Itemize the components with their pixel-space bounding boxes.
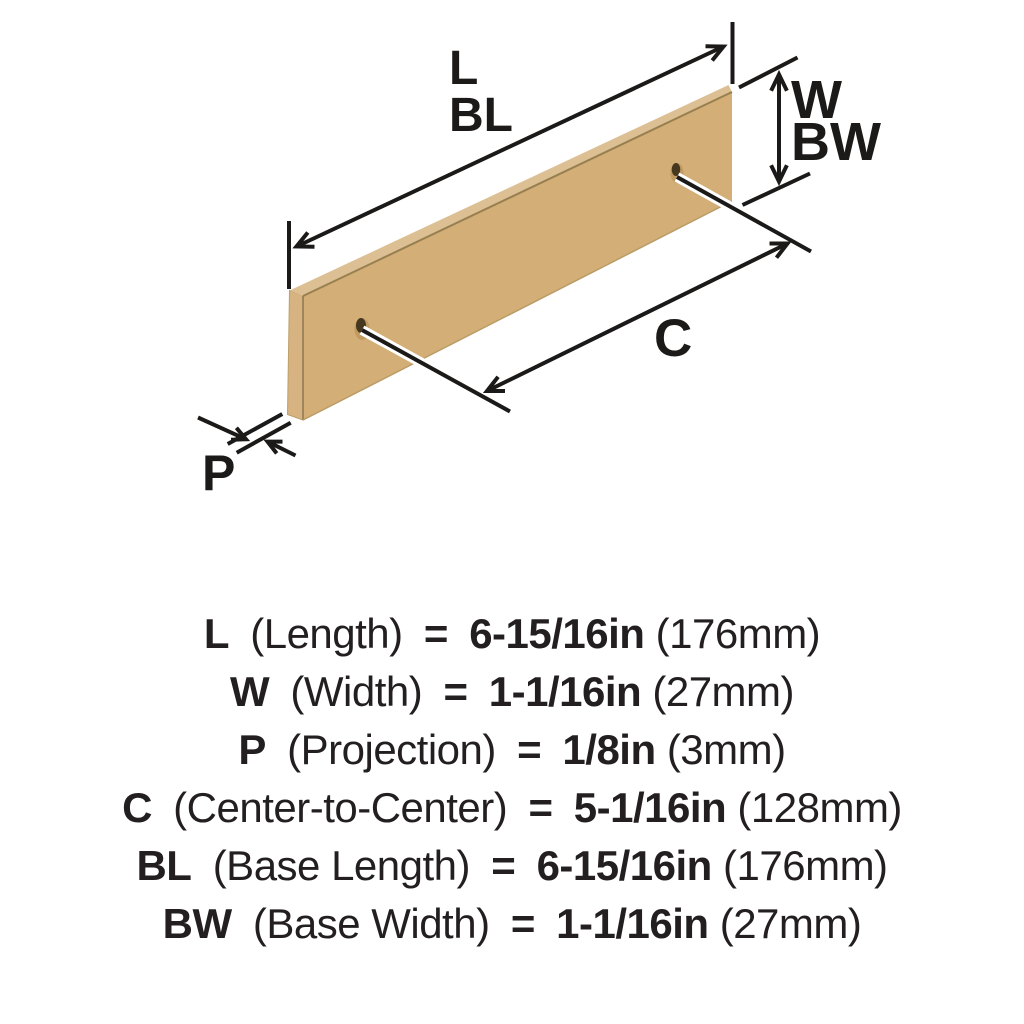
plate-bottom-edge [302, 200, 733, 421]
label-C: C [654, 309, 692, 368]
equals-sign: = [528, 784, 554, 831]
dim-code: L [203, 610, 230, 657]
equals-sign: = [423, 610, 449, 657]
dim-value-mm: (27mm) [719, 900, 862, 947]
dim-value-mm: (3mm) [666, 726, 786, 773]
dim-code: BW [162, 900, 232, 947]
extension-line-bottom [741, 171, 811, 207]
dimension-legend: L (Length) = 6-15/16in (176mm) W (Width)… [0, 605, 1024, 953]
right-hole-leader [676, 175, 812, 254]
equals-sign: = [510, 900, 536, 947]
dim-value-in: 1/8in [562, 726, 656, 773]
dim-value-mm: (176mm) [723, 842, 888, 889]
extension-line-top [738, 55, 799, 90]
dim-value-mm: (27mm) [652, 668, 795, 715]
label-BW: BW [791, 112, 881, 172]
dim-name: (Width) [290, 668, 423, 715]
dimension-labels: L BL W BW C P [202, 42, 881, 501]
arrowhead-projection-left [230, 426, 251, 442]
dim-value-in: 6-15/16in [536, 842, 713, 889]
arrowhead-length-left [292, 231, 315, 249]
dim-code: C [122, 784, 152, 831]
arrowhead-width-bottom [769, 164, 789, 187]
dim-width [738, 55, 811, 207]
plate-top-face [289, 85, 732, 296]
label-P: P [202, 445, 235, 501]
dim-name: (Base Length) [212, 842, 471, 889]
dim-name: (Length) [250, 610, 403, 657]
equals-sign: = [491, 842, 516, 889]
dim-name: (Projection) [287, 726, 496, 773]
dim-value-mm: (128mm) [737, 784, 902, 831]
dim-value-mm: (176mm) [655, 610, 821, 657]
dim-value-in: 1-1/16in [556, 900, 709, 947]
arrowhead-center-left [482, 375, 505, 393]
backplate-isometric-diagram: L BL W BW C P [197, 22, 881, 501]
legend-line-projection: P (Projection) = 1/8in (3mm) [0, 721, 1024, 779]
equals-sign: = [443, 668, 468, 715]
legend-line-width: W (Width) = 1-1/16in (27mm) [0, 663, 1024, 721]
dim-center-to-center [361, 175, 812, 414]
center-dimension-line [486, 241, 789, 393]
hole-bore [671, 163, 681, 176]
dim-code: P [238, 726, 266, 773]
dim-name: (Center-to-Center) [173, 784, 508, 831]
label-BL: BL [449, 89, 513, 142]
dim-name: (Base Width) [252, 900, 490, 947]
projection-face-line-back [235, 420, 292, 455]
legend-line-base-length: BL (Base Length) = 6-15/16in (176mm) [0, 837, 1024, 895]
dim-projection [197, 412, 297, 458]
equals-sign: = [517, 726, 542, 773]
dim-code: W [229, 668, 270, 715]
dim-value-in: 5-1/16in [573, 784, 727, 831]
arrowhead-width-top [769, 69, 789, 92]
arrowhead-projection-right [263, 439, 283, 455]
label-L: L [449, 42, 478, 95]
legend-line-center-to-center: C (Center-to-Center) = 5-1/16in (128mm) [0, 779, 1024, 837]
dim-value-in: 6-15/16in [469, 610, 645, 657]
dim-length [287, 22, 735, 289]
plate-front-face [303, 92, 732, 420]
arrowhead-length-right [705, 44, 728, 62]
projection-arrow-shaft-left [197, 415, 247, 442]
plate-top-bevel-edge [302, 91, 733, 297]
projection-arrow-shaft-right [266, 439, 297, 458]
label-W: W [791, 70, 842, 130]
left-hole-leader [361, 328, 511, 414]
length-dimension-line [295, 44, 725, 249]
dim-code: BL [136, 842, 192, 889]
dim-value-in: 1-1/16in [488, 668, 642, 715]
legend-line-base-width: BW (Base Width) = 1-1/16in (27mm) [0, 895, 1024, 953]
legend-line-length: L (Length) = 6-15/16in (176mm) [0, 605, 1024, 663]
dimension-lines [197, 22, 812, 458]
plate-side-face [286, 289, 304, 421]
arrowhead-center-right [769, 241, 792, 259]
